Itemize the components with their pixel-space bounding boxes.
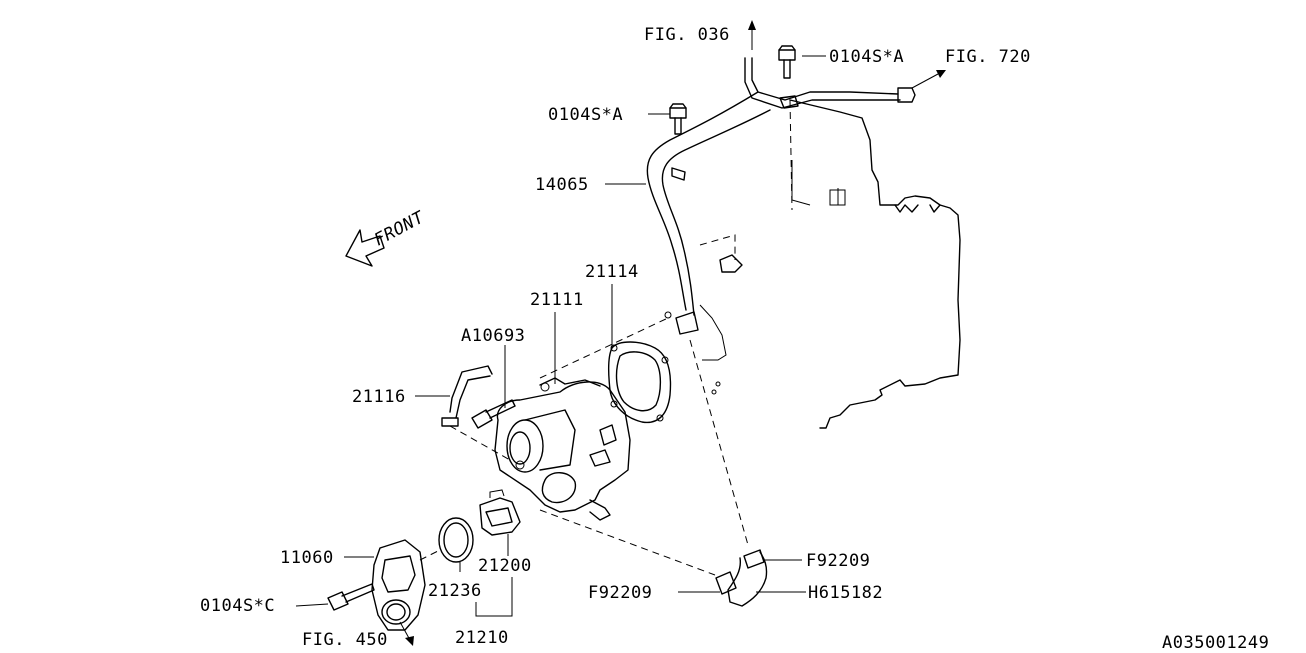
arrow-right-icon [911,70,946,89]
label-fig-720[interactable]: FIG. 720 [945,47,1031,67]
leader-lines [295,55,826,617]
label-21116: 21116 [352,387,406,407]
label-11060: 11060 [280,548,334,568]
coolant-pipe-14065 [646,57,916,335]
label-21114: 21114 [585,262,639,282]
thermostat-cover-11060 [371,539,426,631]
label-a10693: A10693 [461,326,525,346]
label-14065: 14065 [535,175,589,195]
assembly-dash-line-2 [539,509,716,576]
bolt-0104s-c-icon [327,583,375,611]
front-arrow-icon [345,229,385,267]
arrow-down-icon [399,621,414,646]
water-pump-21111 [494,377,631,521]
bolt-a10693-icon [471,399,516,429]
label-21111: 21111 [530,290,584,310]
label-f92209-lower: F92209 [588,583,652,603]
label-f92209-upper: F92209 [806,551,870,571]
bypass-pipe-21116 [441,365,511,461]
thermostat-21200 [479,489,521,536]
assembly-dash-line-3 [689,339,749,546]
label-fig-450[interactable]: FIG. 450 [302,630,388,650]
gasket-21236 [438,517,474,563]
label-0104s-a-top: 0104S*A [829,47,904,67]
label-fig-036[interactable]: FIG. 036 [644,25,730,45]
hose-h615182 [715,549,768,607]
label-21210: 21210 [455,628,509,648]
label-21200: 21200 [478,556,532,576]
label-0104s-c: 0104S*C [200,596,275,616]
bolt-0104s-a-mid-icon [669,103,687,135]
gasket-21114 [539,311,721,424]
diagram-id: A035001249 [1162,633,1269,653]
label-h615182: H615182 [808,583,883,603]
label-front: FRONT [371,207,429,250]
label-0104s-a-mid: 0104S*A [548,105,623,125]
engine-block [699,99,961,429]
bolt-0104s-a-top-icon [778,45,796,79]
arrow-up-icon [748,20,756,50]
assembly-dash-line-1 [419,549,441,561]
label-21236: 21236 [428,581,482,601]
